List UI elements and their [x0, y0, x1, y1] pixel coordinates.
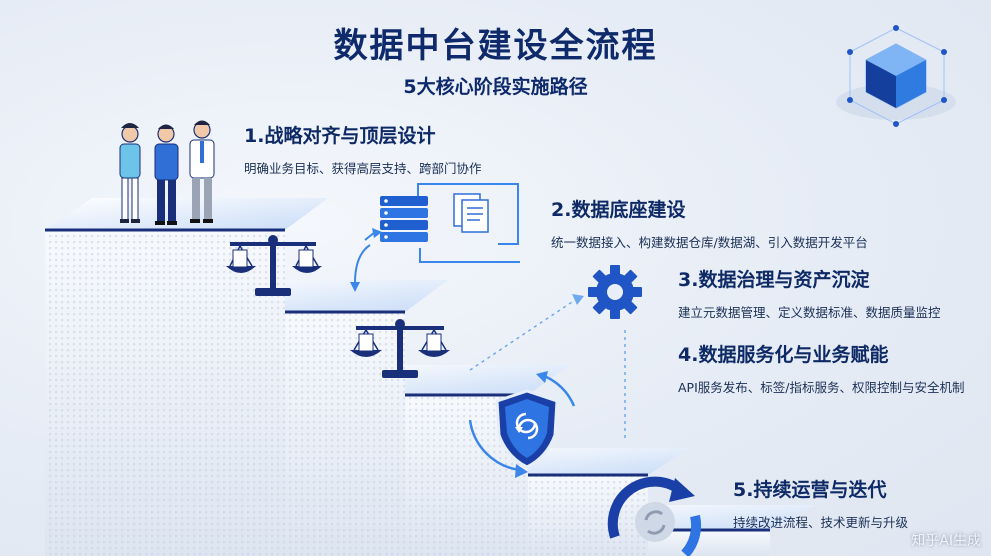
documents-icon [453, 193, 489, 233]
stage-2: 2.数据底座建设 统一数据接入、构建数据仓库/数据湖、引入数据开发平台 [551, 195, 868, 251]
stage-4: 4.数据服务化与业务赋能 API服务发布、标签/指标服务、权限控制与安全机制 [678, 340, 965, 396]
step-1-block [45, 198, 328, 556]
stage-4-desc: API服务发布、标签/指标服务、权限控制与安全机制 [678, 380, 965, 395]
balance-scale-icon [226, 235, 322, 296]
stage-1-desc: 明确业务目标、获得高层支持、跨部门协作 [244, 161, 482, 176]
page-title: 数据中台建设全流程 [333, 26, 658, 66]
stage-5: 5.持续运营与迭代 持续改进流程、技术更新与升级 [733, 475, 908, 531]
stage-3: 3.数据治理与资产沉淀 建立元数据管理、定义数据标准、数据质量监控 [678, 265, 941, 321]
dotted-connector [469, 294, 626, 440]
data-cube-logo [836, 25, 956, 127]
stage-4-title: 4.数据服务化与业务赋能 [678, 344, 889, 366]
stage-5-desc: 持续改进流程、技术更新与升级 [733, 515, 909, 530]
stage-2-title: 2.数据底座建设 [551, 199, 686, 221]
stage-2-desc: 统一数据接入、构建数据仓库/数据湖、引入数据开发平台 [551, 235, 868, 250]
server-stack-icon [380, 196, 428, 242]
balance-scale-icon-2 [350, 319, 450, 378]
team-people-icon [119, 120, 215, 225]
refresh-cycle-icon [607, 476, 702, 556]
stage-5-title: 5.持续运营与迭代 [733, 479, 887, 501]
shield-icon [495, 389, 559, 469]
shield-cycle-arrows [468, 371, 576, 478]
gear-icon [588, 265, 642, 319]
page-subtitle: 5大核心阶段实施路径 [403, 76, 588, 98]
watermark: 知乎AI生成 [911, 533, 981, 549]
stage-1: 1.战略对齐与顶层设计 明确业务目标、获得高层支持、跨部门协作 [244, 121, 482, 177]
stage-3-desc: 建立元数据管理、定义数据标准、数据质量监控 [678, 305, 941, 320]
stage-1-title: 1.战略对齐与顶层设计 [244, 125, 436, 147]
stage-3-title: 3.数据治理与资产沉淀 [678, 269, 870, 291]
data-flow-arrows [350, 183, 520, 292]
